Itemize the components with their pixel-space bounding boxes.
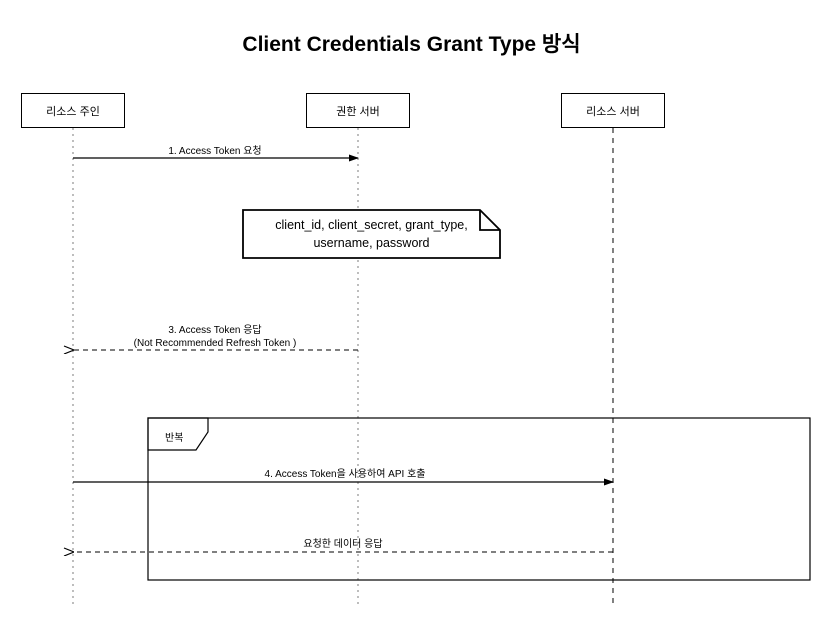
participant-authorization-server[interactable]: 권한 서버 [306,93,410,128]
message-label-5: 요청한 데이터 응답 [243,538,443,551]
participant-resource-owner[interactable]: 리소스 주인 [21,93,125,128]
message-text: 1. Access Token 요청 [168,146,262,157]
loop-fragment-shape [147,417,811,581]
message-text-line1: 3. Access Token 응답 [168,325,262,336]
note-shape [242,209,501,259]
loop-fragment-label: 반복 [165,429,183,444]
message-label-4: 4. Access Token을 사용하여 API 호출 [190,468,500,481]
message-label-1: 1. Access Token 요청 [115,145,315,158]
page-title: Client Credentials Grant Type 방식 [242,33,581,56]
lifelines [72,128,614,608]
message-label-3: 3. Access Token 응답 (Not Recommended Refr… [65,324,365,350]
participant-label: 권한 서버 [336,105,380,118]
participant-label: 리소스 서버 [586,105,640,118]
message-text: 4. Access Token을 사용하여 API 호출 [264,469,426,480]
message-text-line2: (Not Recommended Refresh Token ) [133,338,297,349]
message-text: 요청한 데이터 응답 [303,539,383,550]
participant-label: 리소스 주인 [46,105,100,118]
participant-resource-server[interactable]: 리소스 서버 [561,93,665,128]
fragment-text: 반복 [165,433,184,444]
